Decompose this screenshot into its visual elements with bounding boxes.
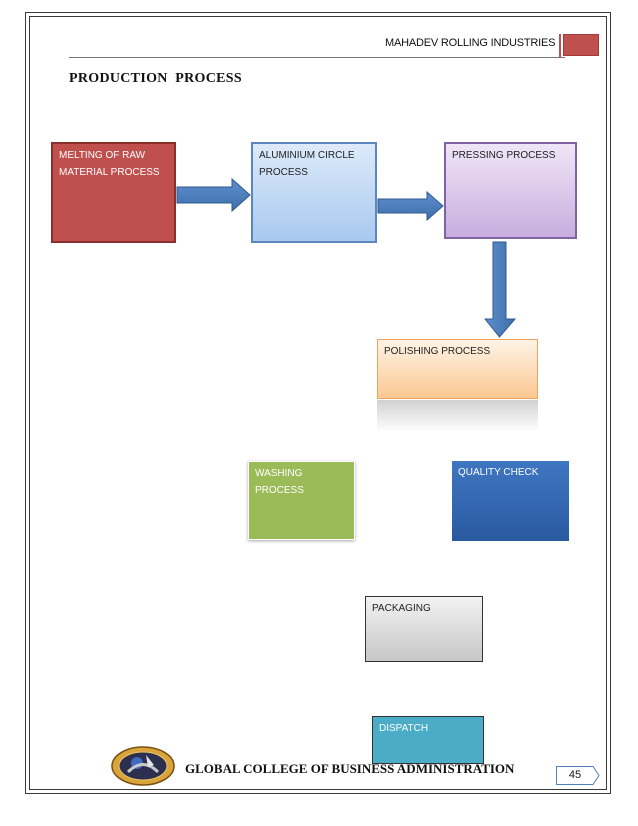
footer-college-name: GLOBAL COLLEGE OF BUSINESS ADMINISTRATIO… (185, 761, 515, 776)
header-rule (69, 57, 565, 58)
step-quality-box: QUALITY CHECK (452, 461, 569, 541)
step-pressing-label: PRESSING PROCESS (452, 150, 556, 161)
page-number-tab (556, 766, 600, 785)
step-packaging-label: PACKAGING (372, 603, 431, 614)
step-melting-label: MELTING OF RAW MATERIAL PROCESS (59, 150, 160, 178)
step-washing-box: WASHING PROCESS (248, 461, 355, 540)
step-aluminium-label: ALUMINIUM CIRCLE PROCESS (259, 150, 355, 178)
step-dispatch-label: DISPATCH (379, 723, 429, 734)
step-dispatch-box: DISPATCH (372, 716, 484, 764)
step-polishing-label: POLISHING PROCESS (384, 346, 491, 357)
college-logo-icon (111, 746, 175, 786)
page-border-outer (25, 12, 611, 794)
page-border-inner (29, 16, 607, 790)
step-pressing-box: PRESSING PROCESS (444, 142, 577, 239)
step-aluminium-box: ALUMINIUM CIRCLE PROCESS (251, 142, 377, 243)
page-title: PRODUCTION PROCESS (69, 71, 242, 86)
arrow-down-icon (484, 241, 516, 338)
step-polishing-box: POLISHING PROCESS (377, 339, 538, 399)
page-number: 45 (568, 769, 582, 781)
header-accent-block (559, 34, 599, 58)
step-packaging-box: PACKAGING (365, 596, 483, 662)
arrow-right-icon (377, 191, 444, 221)
step-washing-label: WASHING PROCESS (255, 468, 304, 496)
polishing-reflection (377, 400, 538, 432)
step-quality-label: QUALITY CHECK (458, 467, 539, 478)
step-melting-box: MELTING OF RAW MATERIAL PROCESS (51, 142, 176, 243)
arrow-right-icon (176, 178, 251, 212)
header-company-name: MAHADEV ROLLING INDUSTRIES (385, 37, 556, 49)
